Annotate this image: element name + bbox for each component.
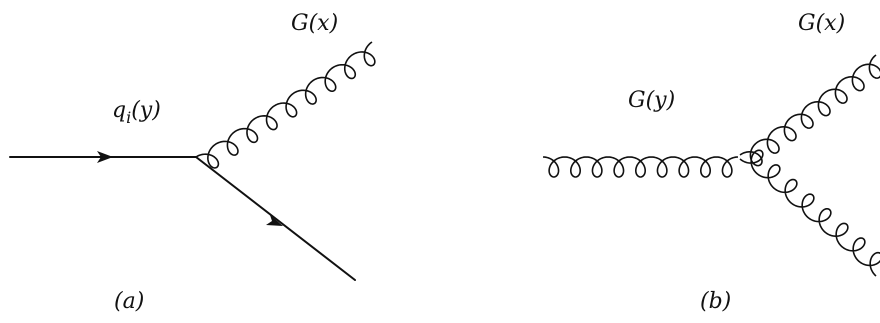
outgoing-gluon-coil-lower xyxy=(739,149,880,277)
outgoing-gluon-coil xyxy=(195,41,376,169)
gluon-label-a: G(x) xyxy=(291,11,338,36)
outgoing-gluon-coil-upper xyxy=(739,54,880,167)
quark-symbol: q xyxy=(112,98,126,123)
quark-argument: (y) xyxy=(131,98,161,123)
quark-label: qi(y) xyxy=(112,98,161,127)
gluon-label-outgoing-b: G(x) xyxy=(798,11,845,36)
gluon-label-incoming-b: G(y) xyxy=(628,88,675,113)
quark-flavor-subscript: i xyxy=(126,108,131,127)
diagram-a: qi(y) G(x) (a) xyxy=(9,11,376,314)
diagram-b: G(y) G(x) (b) xyxy=(542,11,880,314)
outgoing-quark-line xyxy=(195,156,356,281)
quark-label-text: qi(y) xyxy=(112,98,161,127)
incoming-gluon-coil xyxy=(542,156,739,178)
caption-a: (a) xyxy=(114,289,144,314)
outgoing-quark-arrow xyxy=(266,215,283,226)
incoming-quark-arrow xyxy=(97,151,113,163)
caption-b: (b) xyxy=(700,289,731,314)
